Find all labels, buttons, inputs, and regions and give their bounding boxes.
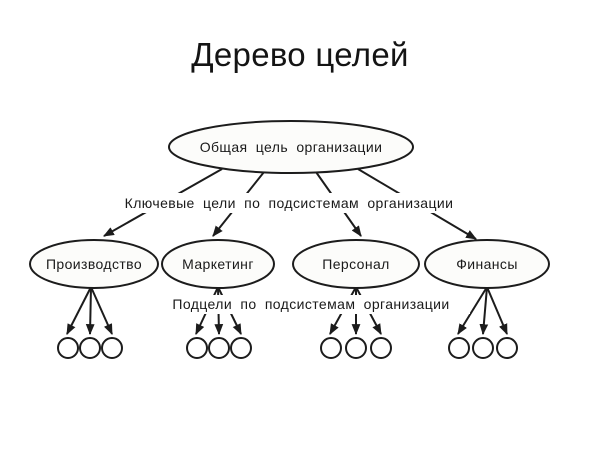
page-title: Дерево целей [191,36,409,73]
subgoal-circle [101,337,123,359]
subgoal-circle [208,337,230,359]
personnel-label: Персонал [322,256,389,272]
arrow-production-subgoal [85,286,95,336]
production-label: Производство [46,256,142,272]
arrow-finance-subgoal [479,286,489,336]
branch-node-production: Производство [29,239,159,289]
finance-label: Финансы [456,256,518,272]
root-goal-ellipse [168,120,414,174]
subgoal-circle [186,337,208,359]
level2-caption: Подцели по подсистемам организации [172,296,449,312]
subgoal-circle [345,337,367,359]
subgoal-circle [57,337,79,359]
subgoal-circles-production [57,337,123,359]
branch-node-finance: Финансы [424,239,550,289]
arrow-production-subgoal [90,286,113,336]
level1-caption: Ключевые цели по подсистемам организации [125,195,454,211]
branch-node-personnel: Персонал [292,239,420,289]
marketing-label: Маркетинг [182,256,254,272]
arrow-finance-subgoal [457,286,488,335]
finance-ellipse [424,239,550,289]
root-goal-label: Общая цель организации [200,139,383,155]
subgoal-circles-finance [448,337,518,359]
subgoal-circle [472,337,494,359]
level1-caption-background [122,193,458,213]
subgoal-circle [370,337,392,359]
personnel-ellipse [292,239,420,289]
arrow-finance-subgoal [486,286,508,336]
subgoal-circles-personnel [320,337,392,359]
marketing-ellipse [161,239,275,289]
production-ellipse [29,239,159,289]
subgoal-circle [320,337,342,359]
level2-caption-background [152,295,470,314]
branch-node-marketing: Маркетинг [161,239,275,289]
subgoal-circle [496,337,518,359]
subgoal-circles-marketing [186,337,252,359]
arrow-production-subgoal [66,286,92,335]
subgoal-circle [448,337,470,359]
root-goal-node: Общая цель организации [168,120,414,174]
subgoal-circle [79,337,101,359]
subgoal-circle [230,337,252,359]
